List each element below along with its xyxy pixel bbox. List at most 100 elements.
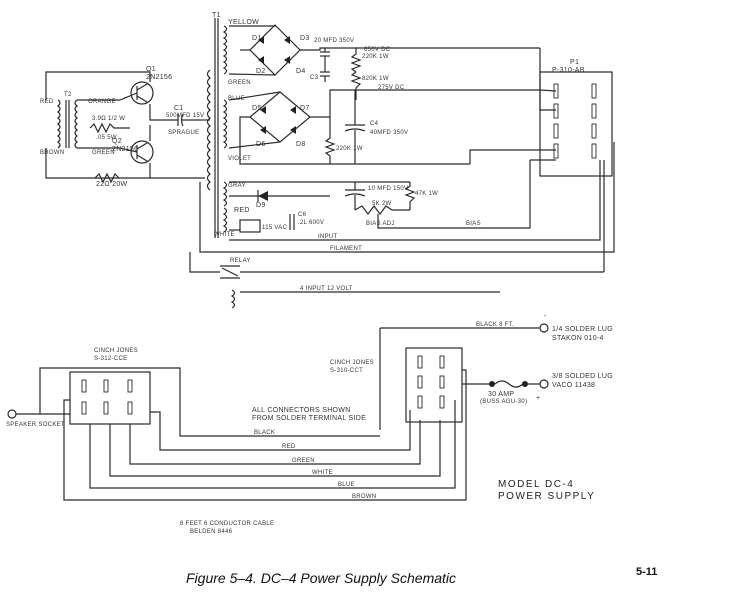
bridge-rectifier-top: D1 D3 D2 D4 xyxy=(249,24,310,76)
solder-lug-bot-label: 3/8 SOLDED LUG xyxy=(552,373,613,380)
model-line-1: MODEL DC-4 xyxy=(498,479,574,490)
r1-value: 3.9Ω 1/2 W xyxy=(92,116,125,122)
p1-part: P-310-AB xyxy=(552,67,585,74)
bias-label: BIAS xyxy=(466,221,481,227)
solder-lug-bot-part: VACO 11438 xyxy=(552,382,595,389)
capacitor-c6: C6 .2L 600V INPUT xyxy=(289,212,338,240)
winding-yellow: YELLOW xyxy=(228,19,259,26)
input-transformer-lead-green: GREEN xyxy=(92,150,115,156)
input-label: INPUT xyxy=(318,234,338,240)
fuse-label: 30 AMP xyxy=(488,391,514,398)
fuse-part: (BUSS AGU-30) xyxy=(480,399,527,405)
c4-ref: C4 xyxy=(370,121,379,127)
diode-d9-label: D9 xyxy=(256,202,266,209)
black-8ft-label: BLACK 8 FT. xyxy=(476,322,514,328)
c1-ref: C1 xyxy=(174,105,184,112)
resistor-r2: 22Ω 20W xyxy=(94,172,128,188)
cable-red: RED xyxy=(282,444,296,450)
connector-left: CINCH JONES S-312-CCE xyxy=(69,348,151,425)
q1-ref: Q1 xyxy=(146,66,156,73)
diode-d1: D1 xyxy=(252,35,262,42)
capacitor-c5: 10 MFD 150V xyxy=(344,182,408,210)
cable-blue: BLUE xyxy=(338,482,355,488)
c2-value: 20 MFD 350V xyxy=(314,38,354,44)
c6-value: .2L 600V xyxy=(298,220,324,226)
relay: RELAY 4 INPUT 12 VOLT xyxy=(189,160,605,309)
plus-sign: + xyxy=(536,395,540,402)
q2-ref: Q2 xyxy=(112,138,122,145)
connector-p1: P1 P-310-AB xyxy=(539,59,613,177)
solder-lug-top-part: STAKON 010-4 xyxy=(552,335,604,342)
resistor-r6: 5K 2W BIAS ADJ xyxy=(354,201,410,227)
speaker-label: SPEAKER SOCKET xyxy=(6,422,65,428)
input-transformer-ref: T2 xyxy=(64,92,72,98)
q2-part: 2N2156 xyxy=(112,146,138,153)
winding-gray: GRAY xyxy=(228,183,246,189)
relay-input-label: 4 INPUT 12 VOLT xyxy=(300,286,353,292)
solder-lug-top-label: 1/4 SOLDER LUG xyxy=(552,326,613,333)
cable-brown: BROWN xyxy=(352,494,377,500)
c1-value: 500MFD 15V xyxy=(166,113,204,119)
filament-label: FILAMENT xyxy=(330,246,362,252)
cable-white: WHITE xyxy=(312,470,333,476)
r2-value: 22Ω 20W xyxy=(96,181,128,188)
c1-alt: SPRAGUE xyxy=(168,130,199,136)
cable-conductors: BLACK RED GREEN WHITE BLUE BROWN xyxy=(63,369,467,501)
resistor-r7: 47K 1W xyxy=(404,182,438,210)
model-line-2: POWER SUPPLY xyxy=(498,491,595,502)
input-transformer-lead-brown: BROWN xyxy=(40,150,65,156)
p1-ref: P1 xyxy=(570,59,579,66)
bridge-rectifier-middle: D5 D7 D6 D8 xyxy=(249,91,311,148)
hv-rail-label: 650V DC xyxy=(364,47,391,53)
capacitor-c3: C3 xyxy=(310,71,330,81)
relay-label: RELAY xyxy=(230,258,251,264)
resistor-r3: 820K 1W xyxy=(350,71,389,100)
cable-green: GREEN xyxy=(292,458,315,464)
bias-adj-label: BIAS ADJ xyxy=(366,221,395,227)
figure-caption: Figure 5–4. DC–4 Power Supply Schematic xyxy=(186,570,456,586)
left-connector-name: CINCH JONES xyxy=(94,348,138,354)
input-transformer-lead-orange: ORANGE xyxy=(88,99,116,105)
cable-note-1: 8 FEET 6 CONDUCTOR CABLE xyxy=(180,521,274,527)
r5-value: 220K 1W xyxy=(336,146,363,152)
diode-d2: D2 xyxy=(256,68,266,75)
resistor-r5: 220K 1W xyxy=(324,117,363,164)
resistor-r1: 3.9Ω 1/2 W .05 5W xyxy=(89,116,130,141)
c6-ref: C6 xyxy=(298,212,307,218)
solder-lug-top: - 1/4 SOLDER LUG STAKON 010-4 xyxy=(539,313,613,342)
speaker-socket: SPEAKER SOCKET xyxy=(6,409,70,428)
c5-value: 10 MFD 150V xyxy=(368,186,408,192)
diode-d5: D5 xyxy=(252,105,262,112)
main-transformer-t1: T1 YELLOW GREEN BLUE VIOLET GRAY RED WHI… xyxy=(206,12,259,238)
diode-d8: D8 xyxy=(296,141,306,148)
c4-value: 40MFD 350V xyxy=(370,130,408,136)
winding-green: GREEN xyxy=(228,80,251,86)
r4-value: 220K 1W xyxy=(362,54,389,60)
page-number: 5-11 xyxy=(636,566,657,578)
ac-label: 115 VAC xyxy=(262,225,288,231)
right-connector-part: S-310-CCT xyxy=(330,368,363,374)
cable-note-2: BELDEN 8446 xyxy=(190,529,233,535)
capacitor-c1: C1 500MFD 15V SPRAGUE xyxy=(160,105,204,136)
capacitor-c2: 20 MFD 350V xyxy=(314,38,354,57)
diode-d3: D3 xyxy=(300,35,310,42)
winding-white: WHITE xyxy=(214,232,235,238)
r3-value: 820K 1W xyxy=(362,76,389,82)
q1-part: 2N2156 xyxy=(146,74,172,81)
connector-note-2: FROM SOLDER TERMINAL SIDE xyxy=(252,415,366,422)
transistor-q2: Q2 2N2156 xyxy=(112,138,154,164)
resistor-r4: 220K 1W xyxy=(350,48,389,73)
transistor-q1: Q1 2N2156 xyxy=(119,66,172,105)
t1-ref: T1 xyxy=(212,12,221,19)
r6-value: 5K 2W xyxy=(372,201,392,207)
connector-note-1: ALL CONNECTORS SHOWN xyxy=(252,407,351,414)
left-connector-part: S-312-CCE xyxy=(94,356,127,362)
connector-right: CINCH JONES S-310-CCT xyxy=(330,347,463,423)
right-connector-name: CINCH JONES xyxy=(330,360,374,366)
capacitor-c4: C4 40MFD 350V xyxy=(344,90,408,164)
minus-sign: - xyxy=(544,313,547,320)
r7-value: 47K 1W xyxy=(415,191,438,197)
diode-d7: D7 xyxy=(300,105,310,112)
c3-ref: C3 xyxy=(310,75,319,81)
